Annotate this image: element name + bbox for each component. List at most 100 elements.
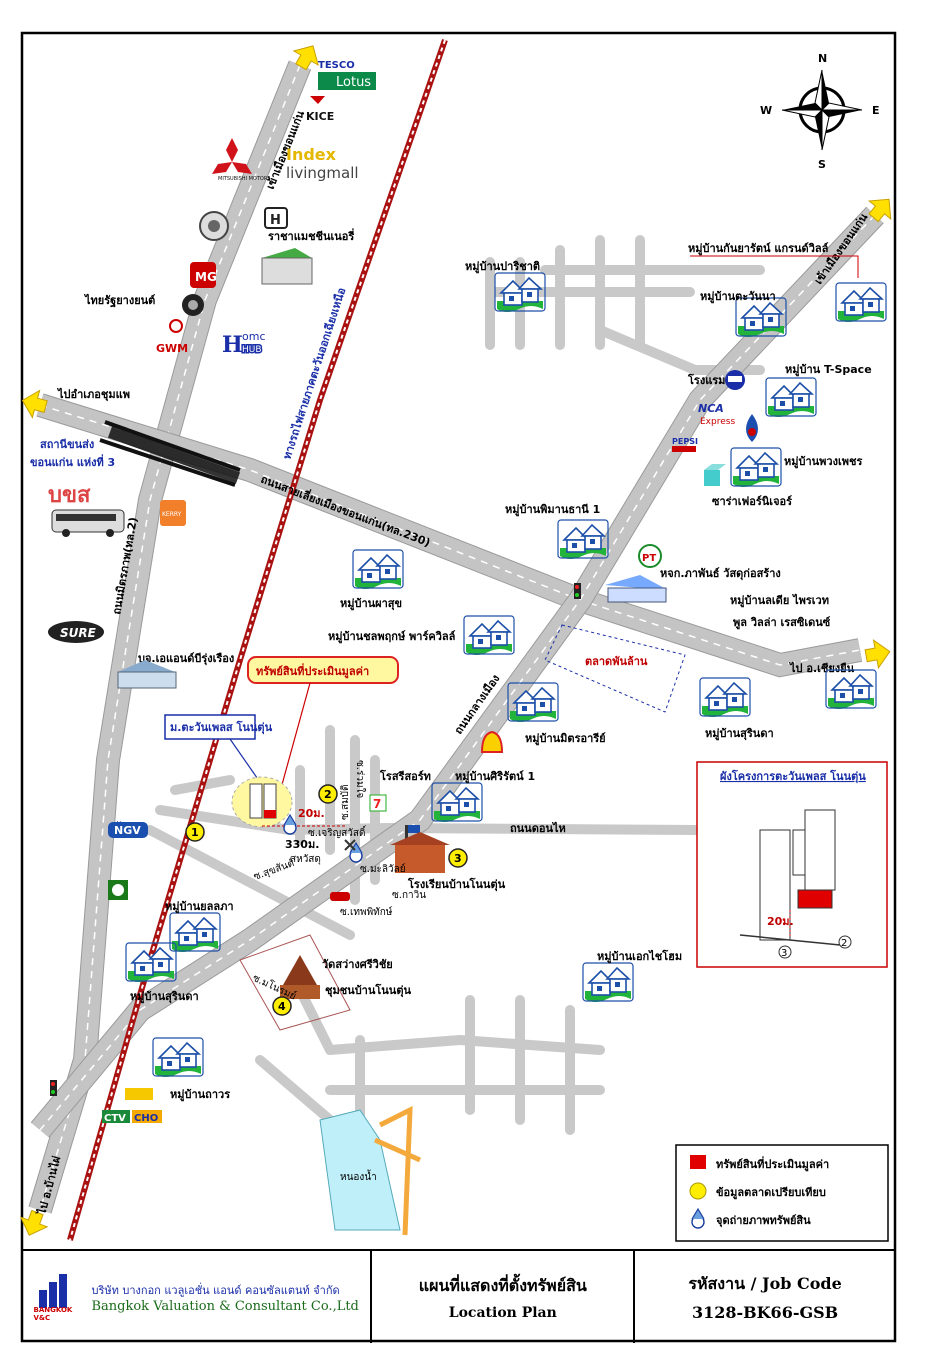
surinda2-label: หมู่บ้านสุรินดา (130, 990, 199, 1004)
school-label: โรงเรียนบ้านโนนตุ่น (407, 877, 506, 892)
house-puangpetch-icon (730, 447, 782, 488)
svg-text:livingmall: livingmall (286, 164, 359, 182)
furniture-box-icon (704, 464, 726, 486)
rosri-label: โรสรีสอร์ท (379, 769, 431, 783)
soi7-label: ซ.ร่วมใจ (354, 760, 366, 798)
ladia-label: หมู่บ้านลเดีย ไพรเวท (730, 593, 829, 608)
tawanplace-callout: ม.ตะวันเพลส โนนตุ่น (164, 714, 273, 786)
pond-label: หนองน้ำ (340, 1169, 377, 1183)
svg-text:MITSUBISHI MOTORS: MITSUBISHI MOTORS (218, 176, 270, 182)
svg-text:GWM: GWM (156, 342, 188, 355)
compass-w: W (760, 104, 772, 117)
legend-property-label: ทรัพย์สินที่ประเมินมูลค่า (716, 1156, 829, 1172)
company-name-en: Bangkok Valuation & Consultant Co.,Ltd (91, 1298, 359, 1314)
plan-cell: แผนที่แสดงที่ตั้งทรัพย์สิน Location Plan (372, 1251, 636, 1343)
market-marker-1 (185, 822, 205, 842)
gas-drop-icon (746, 414, 758, 442)
bks-logo: บขส (48, 483, 91, 508)
ekchai-label: หมู่บ้านเอกไชโฮม (597, 949, 682, 964)
police-emblem-icon (199, 211, 229, 241)
svg-text:Express: Express (700, 417, 735, 427)
house-yollapha-icon (169, 912, 221, 953)
svg-text:TESCO: TESCO (318, 60, 355, 71)
surinda1-label: หมู่บ้านสุรินดา (705, 727, 774, 741)
compass: N S E W (760, 52, 880, 171)
subject-site: 20ม. 330ม. สหวัสดุ (231, 776, 345, 865)
minor-roads (145, 235, 765, 1135)
arrow-to-chiangyuen (863, 637, 893, 671)
thairat-label: ไทยรัฐยางยนต์ (83, 293, 155, 308)
ctv-cho-logo: CTV CHO (102, 1110, 162, 1124)
svg-text:H: H (270, 213, 281, 228)
svg-text:PT: PT (642, 553, 656, 564)
plan-title-en: Location Plan (448, 1304, 557, 1321)
house-ekchai-icon (582, 962, 634, 1003)
tspace-label: หมู่บ้าน T-Space (785, 363, 872, 377)
siriruch-label: หมู่บ้านศิริรัตน์ 1 (455, 770, 535, 784)
legend: ทรัพย์สินที่ประเมินมูลค่า ข้อมูลตลาดเปรี… (675, 1144, 889, 1242)
svg-text:SURE: SURE (60, 626, 97, 640)
legend-market-label: ข้อมูลตลาดเปรียบเทียบ (716, 1186, 826, 1200)
market-marker-2 (318, 784, 338, 804)
house-chonlaphruek-icon (463, 615, 515, 656)
svg-text:HUB: HUB (242, 345, 262, 355)
soi3-label: ซ.มะลิวัลย์ (360, 863, 406, 875)
nca-express-logo: NCA Express (698, 402, 735, 427)
shell-logo (480, 730, 504, 753)
legend-photo-label: จุดถ่ายภาพทรัพย์สิน (716, 1214, 811, 1228)
svg-text:CTV: CTV (104, 1113, 126, 1124)
tire-icon (182, 294, 204, 316)
house-ladia-icon (825, 669, 877, 710)
bus-station-label-2: ขอนแก่น แห่งที่ 3 (30, 454, 115, 469)
furniture-label: ซาร่าเฟอร์นิเจอร์ (712, 495, 792, 508)
overpass (99, 420, 241, 487)
svg-text:KICE: KICE (306, 110, 334, 123)
svg-text:ทรัพย์สินที่ประเมินมูลค่า: ทรัพย์สินที่ประเมินมูลค่า (256, 663, 369, 679)
svg-text:ม.ตะวันเพลส โนนตุ่น: ม.ตะวันเพลส โนนตุ่น (170, 720, 273, 735)
kice-logo: KICE (306, 96, 334, 123)
svg-text:CHO: CHO (134, 1113, 158, 1124)
gwm-logo: GWM (156, 319, 188, 355)
bus-station-label-1: สถานีขนส่ง (40, 438, 94, 451)
phaphan-building-icon (605, 575, 668, 603)
mg-logo: MG (190, 262, 217, 288)
railway-label: ทางรถไฟสายภาคตะวันออกเฉียงเหนือ (280, 286, 349, 461)
soi6-label: ซ.สมบัติ (340, 784, 351, 820)
3s-logo (125, 1088, 153, 1100)
pool-villa-label: พูล วิลล่า เรสซิเดนซ์ (733, 616, 831, 630)
compass-s: S (818, 158, 826, 171)
mitrari-label: หมู่บ้านมิตรอารีย์ (525, 732, 606, 746)
railway (67, 39, 448, 1241)
market-marker-4 (272, 996, 292, 1016)
aand-label: บจ.เอแอนด์บีรุ่งเรือง (138, 652, 234, 666)
to-chiangyuen-label: ไป อ.เชียงยืน (788, 661, 855, 675)
mitsubishi-logo: MITSUBISHI MOTORS (212, 138, 270, 182)
traffic-light-icon-1 (574, 583, 581, 599)
soi4-label: ซ.เทพพิทักษ์ (340, 906, 393, 918)
honda-logo: H (264, 207, 288, 229)
community-label: ชุมชนบ้านโนนตุ่น (325, 983, 411, 998)
wat-label: วัดสว่างศรีวิชัย (322, 958, 393, 971)
sure-logo: SURE (48, 621, 104, 643)
dist-330m-label: 330ม. (285, 838, 319, 851)
svg-text:NCA: NCA (698, 402, 724, 415)
pracha-label: หมู่บ้านปาริชาติ (465, 260, 540, 274)
job-code-label: รหัสงาน / Job Code (688, 1274, 842, 1293)
svg-text:MG: MG (195, 270, 217, 284)
job-code-value: 3128-BK66-GSB (691, 1303, 839, 1322)
thawon-label: หมู่บ้านถาวร (170, 1088, 230, 1102)
svg-text:KERRY: KERRY (162, 511, 182, 518)
sahawat-label: สหวัสดุ (290, 854, 321, 865)
traffic-light-icon-2 (50, 1080, 57, 1096)
plan-title-th: แผนที่แสดงที่ตั้งทรัพย์สิน (418, 1275, 587, 1295)
svg-text:NGV: NGV (114, 824, 141, 837)
svg-text:3: 3 (781, 948, 787, 959)
company-logo: BANGKOK V&C (33, 1272, 83, 1322)
footer: BANGKOK V&C บริษัท บางกอก แวลูเอชั่น แอน… (22, 1249, 895, 1343)
pepsi-logo: PEPSI (672, 437, 698, 452)
tesco-lotus-logo: TESCO Lotus (318, 60, 376, 90)
market-marker-label-3: 3 (454, 852, 462, 865)
main-roads (28, 60, 884, 1214)
pt-logo: PT (638, 544, 662, 568)
